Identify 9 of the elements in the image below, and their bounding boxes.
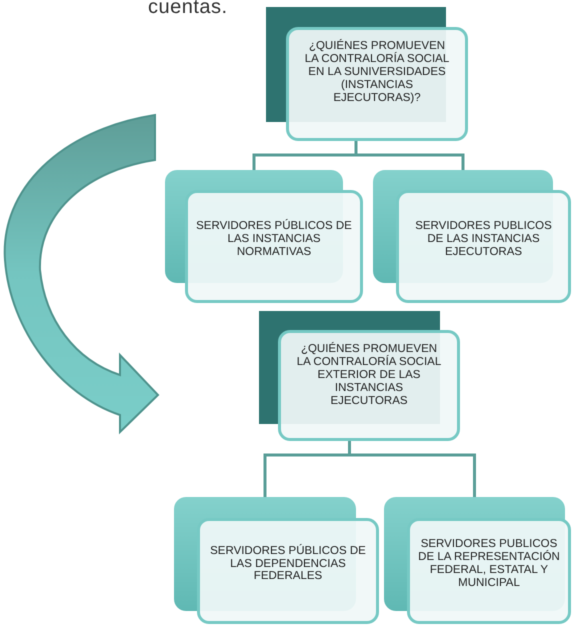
connector-line [354, 141, 464, 170]
node-text: SERVIDORES PÚBLICOS DE LAS INSTANCIAS NORMATIVAS [196, 220, 352, 259]
node-text: ¿QUIÉNES PROMUEVEN LA CONTRALORÍA SOCIAL EXTERIOR DE LAS INSTANCIAS EJECUTORAS [296, 343, 442, 408]
node-text: ¿QUIÉNES PROMUEVEN LA CONTRALORÍA SOCIAL EN LA SUNIVERSIDADES (INSTANCIAS EJECUTORAS)? [304, 40, 450, 104]
node-text: SERVIDORES PUBLICOS DE LAS INSTANCIAS EJECUTORAS [414, 220, 553, 259]
node-text: SERVIDORES PÚBLICOS DE LAS DEPENDENCIAS FEDERALES [209, 544, 367, 584]
connector-line [348, 441, 476, 497]
text-fragment: cuentas. [148, 0, 228, 19]
node-text: SERVIDORES PUBLICOS DE LA REPRESENTACIÓN FEDERAL, ESTATAL Y MUNICIPAL [418, 538, 560, 590]
